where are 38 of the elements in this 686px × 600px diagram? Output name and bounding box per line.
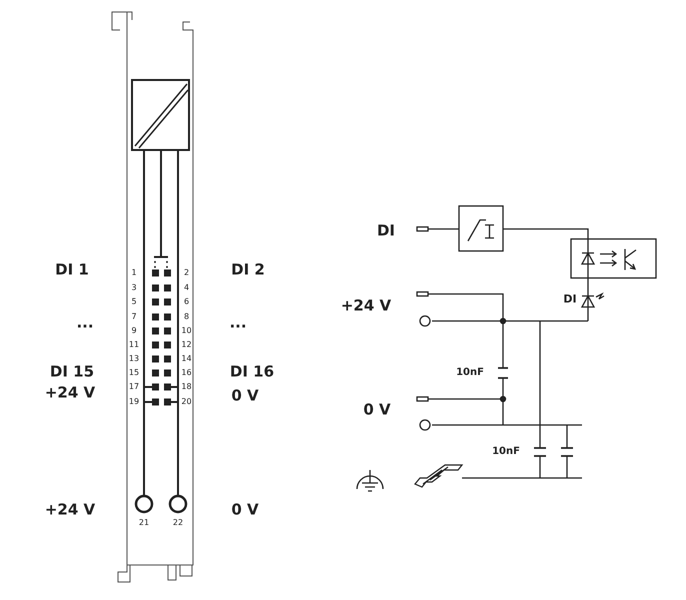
pin-number: 21 bbox=[138, 519, 150, 527]
pin-number: 2 bbox=[184, 269, 190, 277]
pin-number: 7 bbox=[131, 313, 137, 321]
signal-label: ... bbox=[229, 316, 247, 330]
pin-number: 11 bbox=[128, 341, 140, 349]
pin-number: 8 bbox=[184, 313, 190, 321]
signal-label: DI 16 bbox=[230, 364, 274, 380]
signal-label: 0 V bbox=[231, 388, 259, 404]
signal-label: DI 15 bbox=[50, 364, 94, 380]
signal-label: DI 2 bbox=[231, 262, 265, 278]
pin-number: 14 bbox=[181, 355, 192, 363]
signal-label: 0 V bbox=[231, 502, 259, 518]
pin-number: 17 bbox=[128, 383, 140, 391]
pin-number: 10 bbox=[181, 327, 192, 335]
pin-number: 15 bbox=[128, 369, 140, 377]
pin-number: 16 bbox=[181, 369, 192, 377]
signal-label: +24 V bbox=[340, 298, 392, 314]
pin-number: 22 bbox=[172, 519, 184, 527]
pin-number: 1 bbox=[131, 269, 137, 277]
signal-label: DI bbox=[563, 294, 577, 304]
pin-number: 4 bbox=[184, 284, 190, 292]
pin-number: 3 bbox=[131, 284, 137, 292]
pin-number: 5 bbox=[131, 298, 137, 306]
signal-label: DI bbox=[376, 224, 396, 238]
pin-number: 13 bbox=[128, 355, 140, 363]
capacitor-value: 10nF bbox=[456, 368, 484, 378]
signal-label: ... bbox=[76, 316, 94, 330]
signal-label: 0 V bbox=[363, 402, 391, 418]
signal-label: DI 1 bbox=[55, 262, 89, 278]
pin-number: 19 bbox=[128, 398, 140, 406]
signal-label: +24 V bbox=[44, 386, 96, 400]
pin-number: 9 bbox=[131, 327, 137, 335]
pin-number: 12 bbox=[181, 341, 192, 349]
pin-number: 6 bbox=[184, 298, 190, 306]
capacitor-value: 10nF bbox=[492, 447, 520, 457]
signal-label: +24 V bbox=[44, 502, 96, 518]
pin-number: 18 bbox=[181, 383, 192, 391]
pin-number: 20 bbox=[181, 398, 192, 406]
